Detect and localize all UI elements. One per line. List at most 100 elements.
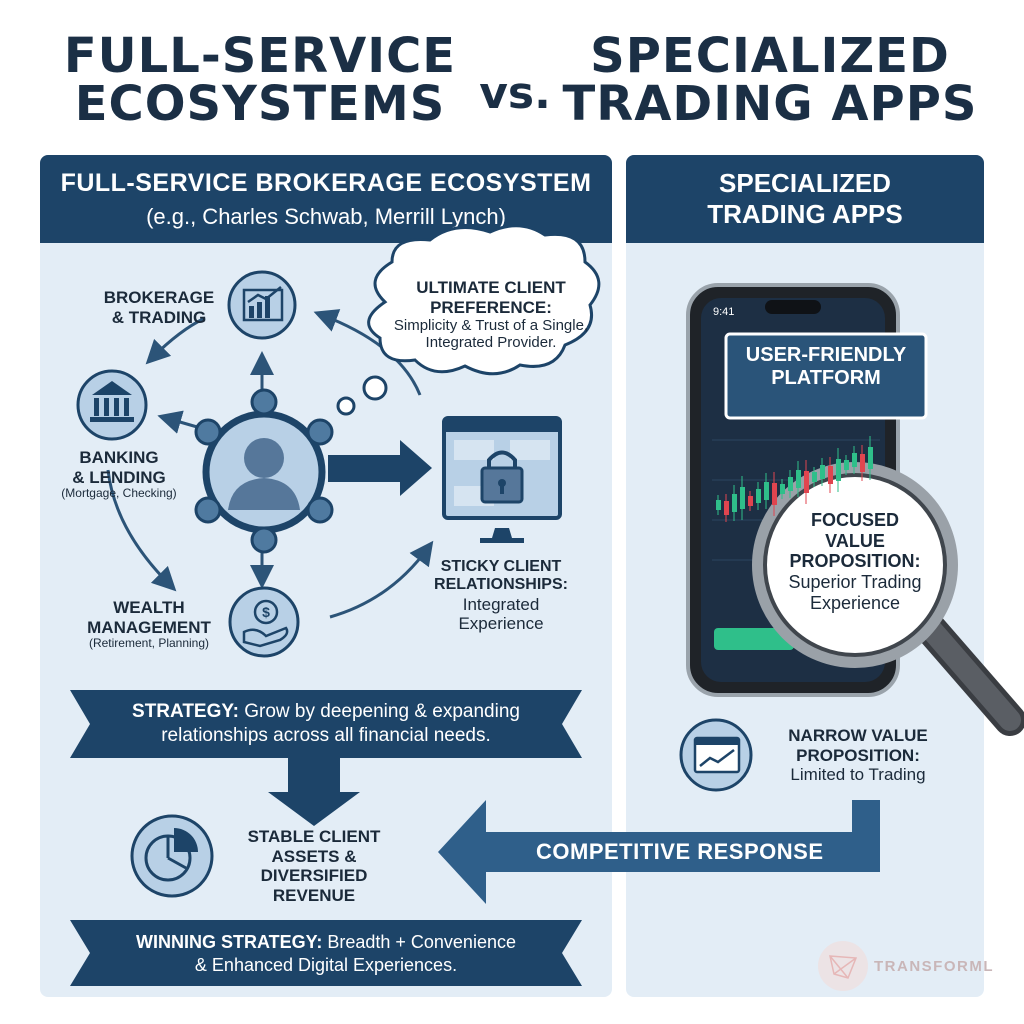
winning-bold: WINNING STRATEGY: [136,932,323,952]
candle-body [756,489,761,503]
title-right-line1: SPECIALIZED [590,28,950,84]
title-full-service: FULL-SERVICE ECOSYSTEMS [60,32,460,128]
hub-to-screen-arrow [328,440,432,496]
candlestick-chart [716,436,873,522]
focused-line1: FOCUSED [810,510,899,530]
bank-icon [76,369,148,441]
right-panel-header: SPECIALIZED TRADING APPS [626,155,984,243]
brokerage-line1: BROKERAGE [103,288,215,307]
candle-body [812,472,817,482]
banking-line2: & LENDING [72,467,166,487]
pie-chart-icon [130,814,214,898]
candle-body [804,471,809,493]
stable-line3: REVENUE [272,885,356,905]
magnifier-icon [752,462,1024,736]
cloud-body1: Simplicity & Trust of a Single, [393,317,589,335]
candle-body [764,482,769,500]
focused-line3: PROPOSITION: [789,551,921,572]
sticky-label: STICKY CLIENT RELATIONSHIPS: Integrated … [416,558,586,634]
cloud-title1: ULTIMATE CLIENT [416,278,566,297]
left-panel-heading: FULL-SERVICE BROKERAGE ECOSYSTEM [60,169,592,197]
sticky-title2: RELATIONSHIPS: [434,576,568,594]
strategy-banner [70,690,582,758]
strategy-text1: Grow by deepening & expanding [238,701,520,722]
screen-chart-icon [679,718,753,792]
candle-body [748,496,753,506]
banking-line1: BANKING [79,448,159,467]
winning-text1: Breadth + Convenience [322,932,516,952]
wealth-line1: WEALTH [113,598,185,617]
candle-body [852,453,857,467]
banking-label: BANKING & LENDING (Mortgage, Checking) [44,448,194,501]
narrow-label: NARROW VALUE PROPOSITION: Limited to Tra… [760,726,956,785]
right-panel-heading: SPECIALIZED TRADING APPS [626,168,984,230]
competitive-response-label: COMPETITIVE RESPONSE [536,839,824,864]
winning-text2: & Enhanced Digital Experiences. [194,954,458,975]
person-icon [228,438,300,510]
focused-body1: Superior Trading [788,572,922,593]
narrow-line2: PROPOSITION: [796,745,920,765]
candle-body [844,460,849,470]
sticky-title1: STICKY CLIENT [440,558,562,575]
candle-body [820,465,825,479]
left-panel-subheading: (e.g., Charles Schwab, Merrill Lynch) [146,204,506,229]
candle-body [836,459,841,481]
focused-line2: VALUE [825,530,885,551]
title-left-line1: FULL-SERVICE [63,28,457,84]
winning-text: WINNING STRATEGY: Breadth + Convenience … [96,931,556,976]
wealth-label: WEALTH MANAGEMENT (Retirement, Planning) [70,598,228,651]
brand-text: TRANSFORML [874,958,994,975]
chart-icon [227,270,297,340]
brokerage-line2: & TRADING [111,307,207,327]
cloud-text: ULTIMATE CLIENT PREFERENCE: Simplicity &… [376,278,606,352]
wealth-line2: MANAGEMENT [87,617,211,637]
candle-body [772,483,777,505]
cycle-arrows [106,309,434,619]
phone-time: 9:41 [713,306,735,318]
title-vs: vs. [479,68,551,119]
narrow-line1: NARROW VALUE [788,726,928,745]
stable-line1: STABLE CLIENT [247,827,381,846]
candle-body [860,454,865,472]
focused-body2: Experience [809,592,901,613]
winning-banner [70,920,582,986]
candle-body [740,487,745,509]
title-left-line2: ECOSYSTEMS [74,76,446,132]
banking-sub: (Mortgage, Checking) [61,486,177,501]
svg-text:$: $ [262,604,270,620]
candle-body [780,484,785,494]
sticky-body2: Experience [458,614,544,634]
candle-body [828,466,833,484]
cloud-body2: Integrated Provider. [425,334,557,352]
platform-line2: PLATFORM [771,367,881,389]
left-panel-header: FULL-SERVICE BROKERAGE ECOSYSTEM (e.g., … [40,155,612,243]
brand-logo [818,941,868,991]
sticky-body1: Integrated [462,594,540,614]
stable-line2: ASSETS & DIVERSIFIED [260,846,368,886]
platform-box [724,332,928,420]
candle-body [724,501,729,515]
narrow-body: Limited to Trading [790,765,926,785]
right-heading-line1: SPECIALIZED [719,168,891,198]
stable-label: STABLE CLIENT ASSETS & DIVERSIFIED REVEN… [216,827,412,905]
candle-body [716,500,721,510]
platform-label: USER-FRIENDLY PLATFORM [726,344,926,390]
strategy-bold: STRATEGY: [132,701,239,722]
platform-line1: USER-FRIENDLY [745,344,907,366]
right-heading-line2: TRADING APPS [707,199,903,230]
cloud-title2: PREFERENCE: [430,297,552,317]
focused-label: FOCUSED VALUE PROPOSITION: Superior Trad… [770,510,940,613]
strategy-text2: relationships across all financial needs… [161,724,491,746]
candle-body [732,494,737,512]
strategy-text: STRATEGY: Grow by deepening & expanding … [96,700,556,748]
title-specialized: SPECIALIZED TRADING APPS [560,32,980,128]
competitive-response-arrow [438,800,880,904]
candle-body [868,447,873,469]
candle-body [788,477,793,491]
title-right-line2: TRADING APPS [562,76,978,132]
candle-body [796,470,801,488]
wealth-sub: (Retirement, Planning) [88,636,210,651]
down-arrow [268,758,360,826]
money-hand-icon: $ [228,586,300,658]
